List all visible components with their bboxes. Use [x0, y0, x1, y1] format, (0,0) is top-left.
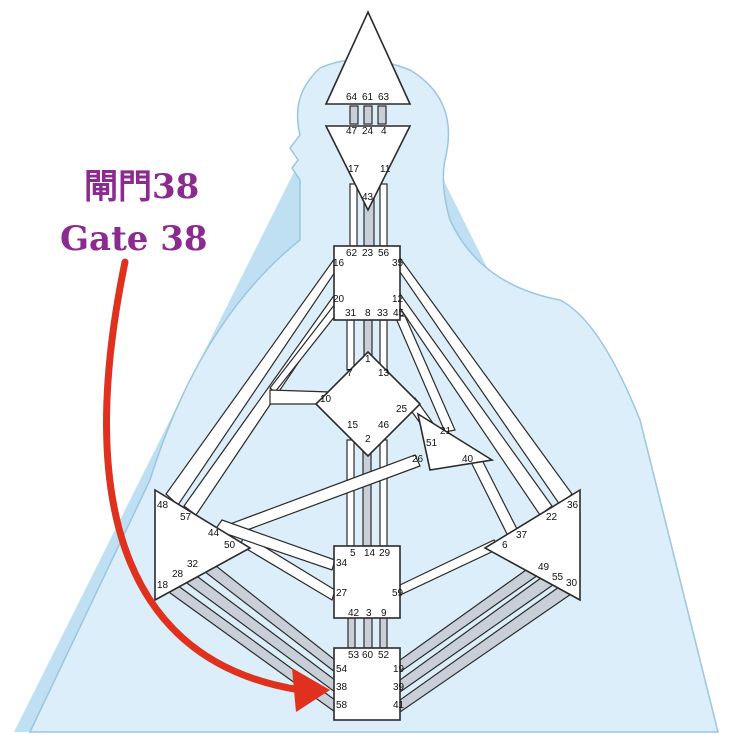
- gate-19: 19: [393, 664, 405, 675]
- channel-64-47: [349, 105, 359, 125]
- gate-61: 61: [362, 92, 374, 103]
- gate-33: 33: [377, 308, 389, 319]
- channel-61-24: [363, 105, 373, 125]
- gate-63: 63: [378, 92, 390, 103]
- gate-48: 48: [157, 500, 169, 511]
- gate-25: 25: [396, 404, 408, 415]
- gate-11: 11: [380, 164, 391, 175]
- channel-2-14: [362, 444, 372, 547]
- gate-46: 46: [378, 420, 390, 431]
- gate-27: 27: [336, 588, 348, 599]
- gate-2: 2: [365, 434, 371, 445]
- gate-47: 47: [346, 126, 358, 137]
- spleen-center: [154, 488, 252, 602]
- gate-31: 31: [345, 308, 357, 319]
- g-center: [314, 350, 422, 458]
- gate-54: 54: [336, 664, 348, 675]
- gate-28: 28: [172, 569, 184, 580]
- gate-59: 59: [392, 588, 404, 599]
- callout-english-label: Gate 38: [60, 219, 208, 259]
- gate-17: 17: [348, 164, 360, 175]
- gate-44: 44: [208, 528, 220, 539]
- gate-29: 29: [379, 548, 391, 559]
- gate-5: 5: [350, 548, 356, 559]
- channel-46-29: [379, 439, 388, 547]
- channels: [165, 105, 575, 714]
- solar-plexus-center: [483, 488, 581, 602]
- gate-35: 35: [392, 258, 404, 269]
- callout-chinese-label: 閘門38: [84, 167, 200, 207]
- gate-1: 1: [365, 354, 371, 365]
- gate-52: 52: [378, 650, 390, 661]
- gate-60: 60: [362, 650, 374, 661]
- channel-9-52: [379, 617, 388, 649]
- gate-57: 57: [180, 512, 192, 523]
- callout-arrowhead: [292, 668, 330, 712]
- gate-49: 49: [538, 562, 550, 573]
- channel-45-21: [394, 315, 456, 433]
- gate-30: 30: [566, 578, 578, 589]
- channel-17-62: [349, 183, 358, 247]
- channel-3-60: [363, 617, 373, 649]
- gate-37: 37: [516, 530, 528, 541]
- centers: [154, 10, 581, 721]
- gate-39: 39: [393, 682, 405, 693]
- gate-22: 22: [546, 512, 558, 523]
- gate-40: 40: [462, 454, 474, 465]
- gate-20: 20: [333, 294, 345, 305]
- gate-15: 15: [347, 420, 359, 431]
- gate-21: 21: [440, 426, 452, 437]
- channel-33-13: [379, 319, 388, 371]
- head-center: [324, 10, 412, 105]
- gate-23: 23: [362, 248, 374, 259]
- gate-34: 34: [336, 558, 348, 569]
- gate-42: 42: [348, 608, 360, 619]
- gate-50: 50: [224, 540, 236, 551]
- gate-38: 38: [336, 682, 348, 693]
- gate-8: 8: [365, 308, 371, 319]
- gate-3: 3: [366, 608, 372, 619]
- gate-26: 26: [412, 454, 424, 465]
- gate-24: 24: [362, 126, 374, 137]
- callout-arrow: [103, 258, 304, 694]
- sacral-center: [333, 545, 401, 619]
- channel-31-7: [346, 319, 355, 371]
- channel-11-56: [379, 183, 388, 247]
- gate-55: 55: [552, 572, 564, 583]
- channel-42-53: [347, 617, 356, 649]
- gate-58: 58: [336, 700, 348, 711]
- gate-numbers: 64 61 63 47 24 4 17 11 43 62 23 56 16 35…: [157, 92, 579, 711]
- gate-9: 9: [381, 608, 387, 619]
- throat-center: [333, 245, 401, 321]
- gate-6: 6: [502, 540, 508, 551]
- gate-12: 12: [392, 294, 404, 305]
- gate-51: 51: [426, 438, 438, 449]
- gate-16: 16: [333, 258, 345, 269]
- gate-36: 36: [567, 500, 579, 511]
- gate-56: 56: [378, 248, 390, 259]
- gate-14: 14: [364, 548, 376, 559]
- gate-18: 18: [157, 580, 169, 591]
- gate-32: 32: [187, 559, 199, 570]
- gate-45: 45: [393, 308, 405, 319]
- gate-4: 4: [381, 126, 387, 137]
- gate-62: 62: [346, 248, 358, 259]
- gate-10: 10: [320, 394, 332, 405]
- gate-64: 64: [346, 92, 358, 103]
- gate-43: 43: [362, 192, 374, 203]
- gate-13: 13: [378, 368, 390, 379]
- heart-center: [416, 412, 495, 471]
- gate-7: 7: [347, 368, 353, 379]
- gate-53: 53: [348, 650, 360, 661]
- gate-41: 41: [393, 700, 405, 711]
- root-center: [333, 647, 401, 721]
- channel-63-4: [377, 105, 387, 125]
- ajna-center: [324, 125, 412, 212]
